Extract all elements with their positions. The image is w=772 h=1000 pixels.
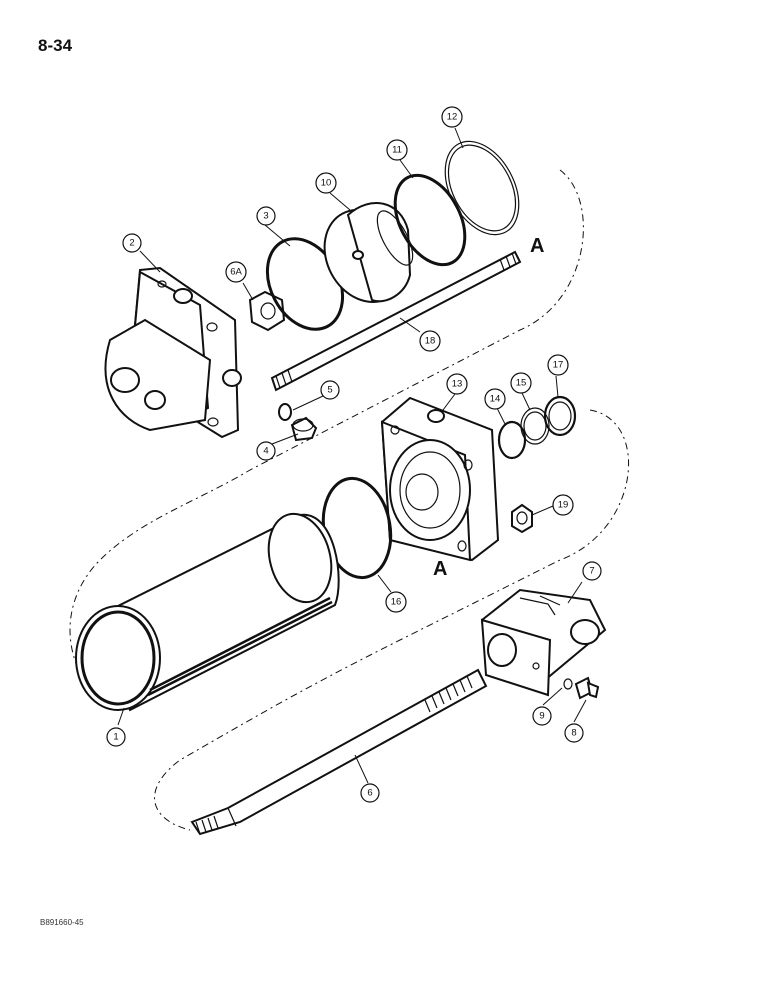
- piston-rod: [190, 668, 488, 836]
- callout-2: 2: [122, 233, 142, 253]
- callout-14: 14: [484, 388, 506, 410]
- washer-9: [563, 678, 573, 690]
- figure-code: B891660-45: [40, 918, 84, 927]
- callout-label-12: 12: [447, 112, 458, 123]
- callout-13: 13: [446, 373, 468, 395]
- callout-7: 7: [582, 561, 602, 581]
- callout-label-19: 19: [558, 500, 569, 511]
- o-ring-11: [393, 173, 467, 267]
- callout-15: 15: [510, 372, 532, 394]
- callout-4: 4: [256, 441, 276, 461]
- screw-8: [574, 676, 600, 700]
- piston: [323, 202, 414, 303]
- callout-label-1: 1: [113, 732, 118, 743]
- page-number: 8-34: [38, 36, 73, 55]
- callout-label-5: 5: [327, 385, 332, 396]
- head-end-cap: [104, 266, 242, 439]
- nut-6a: [248, 290, 286, 332]
- callout-8: 8: [564, 723, 584, 743]
- rod-end-cap: [380, 396, 500, 562]
- leader-lines: [117, 127, 587, 784]
- seal-17: [543, 395, 577, 437]
- o-ring-5: [278, 403, 292, 421]
- callout-6a: 6A: [225, 261, 247, 283]
- assembly-guide-upper: [69, 169, 584, 701]
- callout-1: 1: [106, 727, 126, 747]
- callout-5: 5: [320, 380, 340, 400]
- callout-19: 19: [552, 494, 574, 516]
- assembly-guide-middle: [154, 409, 630, 831]
- callout-12: 12: [441, 106, 463, 128]
- reference-letter-a-upper: A: [530, 235, 544, 257]
- callout-18: 18: [419, 330, 441, 352]
- backup-ring-12: [444, 140, 520, 236]
- callout-label-3: 3: [263, 211, 268, 222]
- callout-label-6a: 6A: [230, 267, 242, 278]
- callout-16: 16: [385, 591, 407, 613]
- callout-3: 3: [256, 206, 276, 226]
- callout-label-9: 9: [539, 711, 544, 722]
- callout-label-2: 2: [129, 238, 134, 249]
- nut-19: [511, 503, 533, 534]
- callout-label-13: 13: [452, 379, 463, 390]
- callout-label-4: 4: [263, 446, 268, 457]
- callout-6: 6: [360, 783, 380, 803]
- callout-label-18: 18: [425, 336, 436, 347]
- callout-label-14: 14: [490, 394, 501, 405]
- callout-label-8: 8: [571, 728, 576, 739]
- callout-label-11: 11: [392, 145, 402, 156]
- callout-label-17: 17: [553, 360, 564, 371]
- reference-letter-a-lower: A: [433, 558, 447, 580]
- callout-9: 9: [532, 706, 552, 726]
- callout-label-6: 6: [367, 788, 372, 799]
- callout-label-16: 16: [391, 597, 402, 608]
- callout-11: 11: [386, 139, 408, 161]
- cylinder-barrel: [75, 512, 340, 712]
- callout-label-15: 15: [516, 378, 527, 389]
- rod-eye: [480, 588, 607, 697]
- callout-label-10: 10: [321, 178, 332, 189]
- callout-17: 17: [547, 354, 569, 376]
- callout-label-7: 7: [589, 566, 594, 577]
- plug-4: [290, 416, 318, 442]
- tie-rod: [270, 250, 522, 392]
- callout-10: 10: [315, 172, 337, 194]
- o-ring-14: [497, 420, 527, 460]
